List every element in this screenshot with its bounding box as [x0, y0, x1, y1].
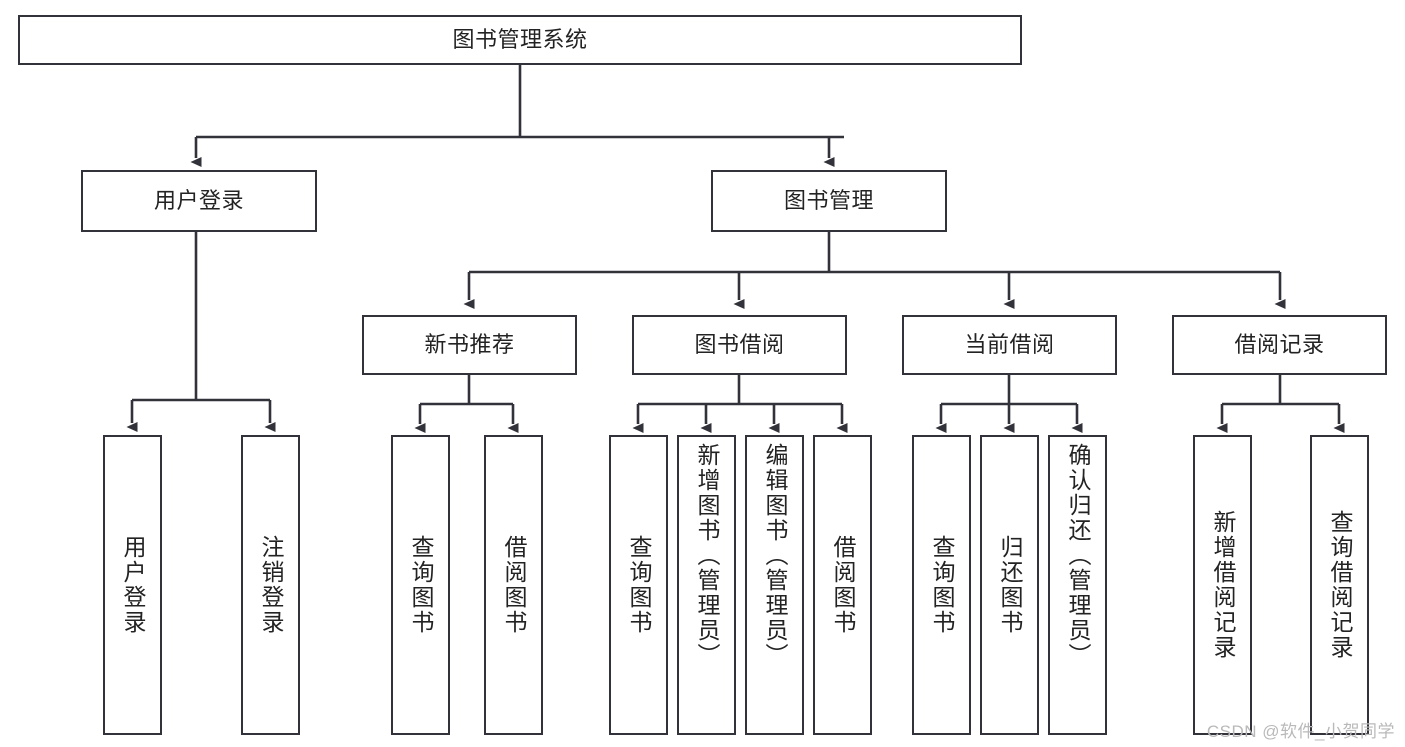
- node-leaf-query-book-2[interactable]: 查询图书: [609, 435, 668, 735]
- node-root-book-management-system[interactable]: 图书管理系统: [18, 15, 1022, 65]
- node-label: 图书管理系统: [452, 27, 588, 53]
- node-label: 归还图书: [997, 535, 1023, 635]
- watermark-text: CSDN @软件_小贺同学: [1206, 722, 1395, 741]
- node-label: 查询图书: [929, 535, 955, 635]
- node-book-borrow[interactable]: 图书借阅: [632, 315, 847, 375]
- node-leaf-add-book[interactable]: 新增图书（管理员）: [677, 435, 736, 735]
- node-label: 用户登录: [153, 188, 244, 214]
- node-label: 用户登录: [120, 535, 146, 635]
- node-label: 借阅图书: [830, 535, 856, 635]
- node-leaf-query-book-3[interactable]: 查询图书: [912, 435, 971, 735]
- node-label: 图书管理: [783, 188, 874, 214]
- node-leaf-user-login[interactable]: 用户登录: [103, 435, 162, 735]
- node-label: 新书推荐: [424, 332, 515, 358]
- node-current-borrow[interactable]: 当前借阅: [902, 315, 1117, 375]
- node-label: 注销登录: [258, 535, 284, 635]
- node-label: 查询图书: [408, 535, 434, 635]
- node-leaf-logout-login[interactable]: 注销登录: [241, 435, 300, 735]
- node-leaf-confirm-return[interactable]: 确认归还（管理员）: [1048, 435, 1107, 735]
- node-leaf-edit-book[interactable]: 编辑图书（管理员）: [745, 435, 804, 735]
- node-leaf-borrow-book-2[interactable]: 借阅图书: [813, 435, 872, 735]
- node-leaf-query-book-1[interactable]: 查询图书: [391, 435, 450, 735]
- node-label: 查询图书: [626, 535, 652, 635]
- node-label: 确认归还（管理员）: [1065, 443, 1091, 668]
- node-label: 借阅记录: [1234, 332, 1325, 358]
- node-borrow-record[interactable]: 借阅记录: [1172, 315, 1387, 375]
- node-book-management[interactable]: 图书管理: [711, 170, 947, 232]
- node-label: 新增图书（管理员）: [694, 443, 720, 668]
- node-user-login[interactable]: 用户登录: [81, 170, 317, 232]
- node-leaf-borrow-book-1[interactable]: 借阅图书: [484, 435, 543, 735]
- node-label: 图书借阅: [694, 332, 785, 358]
- node-leaf-query-borrow-record[interactable]: 查询借阅记录: [1310, 435, 1369, 735]
- node-label: 查询借阅记录: [1327, 510, 1353, 660]
- node-new-book-recommend[interactable]: 新书推荐: [362, 315, 577, 375]
- node-leaf-add-borrow-record[interactable]: 新增借阅记录: [1193, 435, 1252, 735]
- node-label: 新增借阅记录: [1210, 510, 1236, 660]
- node-label: 借阅图书: [501, 535, 527, 635]
- node-leaf-return-book[interactable]: 归还图书: [980, 435, 1039, 735]
- node-label: 编辑图书（管理员）: [762, 443, 788, 668]
- node-label: 当前借阅: [964, 332, 1055, 358]
